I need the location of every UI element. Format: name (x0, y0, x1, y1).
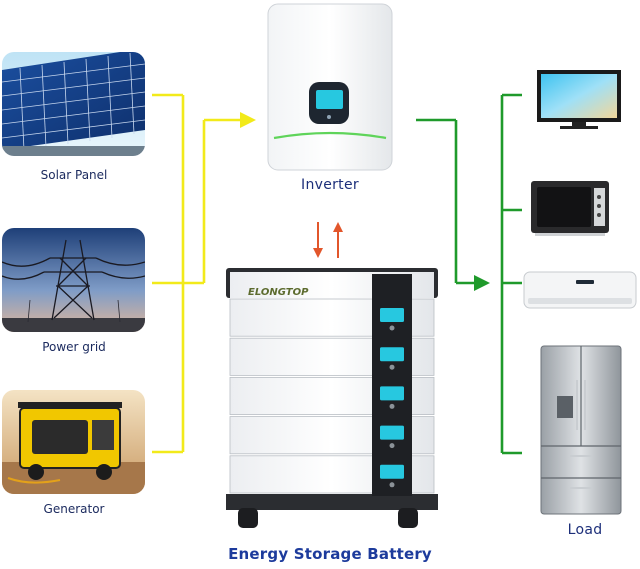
microwave-image (531, 181, 609, 236)
battery-power-button (389, 482, 395, 488)
inverter-device (267, 3, 393, 171)
generator-image (2, 390, 145, 494)
power-grid-label: Power grid (42, 340, 106, 354)
air-conditioner-image (523, 271, 637, 309)
battery-display-screen (380, 464, 404, 479)
battery-stack (226, 268, 438, 528)
inverter-to-load-arrow (474, 275, 490, 291)
battery-title: Energy Storage Battery (228, 545, 432, 563)
solar-panel-label: Solar Panel (40, 168, 108, 182)
battery-display-screen (380, 308, 404, 322)
source-to-inverter-arrow (240, 112, 256, 128)
generator-label: Generator (43, 502, 105, 516)
solar-panel-image (2, 52, 145, 156)
battery-display-screen (380, 386, 404, 401)
battery-power-button (389, 403, 395, 409)
battery-brand-logo: ELONGTOP (248, 287, 309, 298)
battery-power-button (389, 364, 395, 370)
source-connection-lines (152, 93, 240, 454)
tv-image (537, 70, 621, 129)
battery-power-button (389, 443, 395, 449)
battery-display-screen (380, 425, 404, 440)
battery-display-screen (380, 347, 404, 362)
refrigerator-image (540, 345, 622, 515)
load-label: Load (567, 522, 603, 538)
load-connection-lines (416, 93, 522, 455)
battery-inverter-arrows (313, 222, 343, 258)
power-grid-image (2, 228, 145, 332)
inverter-label: Inverter (301, 177, 359, 193)
battery-power-button (389, 325, 395, 331)
